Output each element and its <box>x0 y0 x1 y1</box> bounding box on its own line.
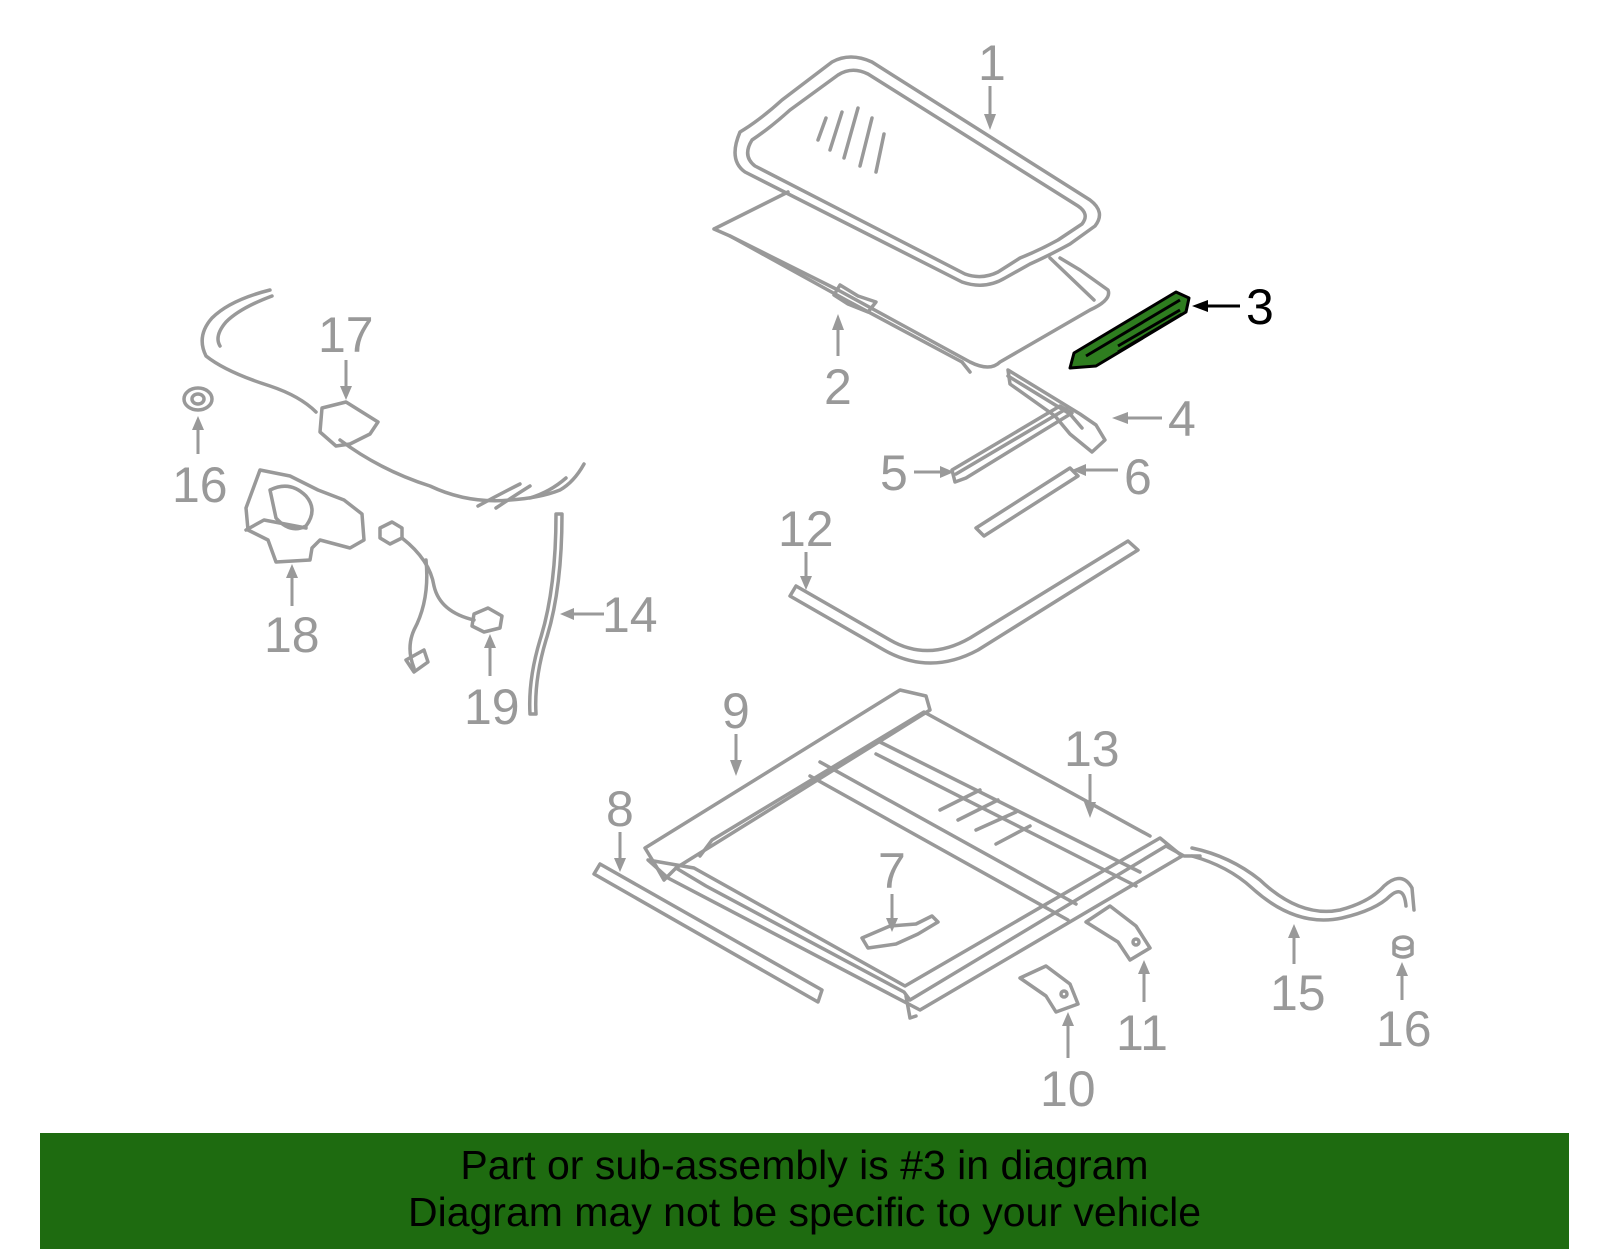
callout-8: 8 <box>606 781 634 872</box>
part-15-drain-hose[interactable] <box>1190 846 1416 922</box>
svg-text:1: 1 <box>978 35 1006 91</box>
svg-text:19: 19 <box>464 679 520 735</box>
part-4-guide-rail[interactable] <box>1006 368 1107 454</box>
callout-12: 12 <box>778 501 834 590</box>
info-banner: Part or sub-assembly is #3 in diagram Di… <box>40 1133 1569 1249</box>
callout-1: 1 <box>978 35 1006 130</box>
svg-text:10: 10 <box>1040 1061 1096 1117</box>
svg-text:4: 4 <box>1168 391 1196 447</box>
callout-17: 17 <box>318 307 374 400</box>
part-14-seal[interactable] <box>527 512 564 716</box>
part-3-deflector[interactable] <box>1068 290 1191 370</box>
svg-text:15: 15 <box>1270 965 1326 1021</box>
part-2-glass-frame[interactable] <box>712 190 1111 374</box>
callout-2: 2 <box>824 314 852 415</box>
part-8-rail-strip[interactable] <box>592 862 824 1004</box>
part-11-bracket[interactable] <box>1084 904 1152 962</box>
svg-text:9: 9 <box>722 683 750 739</box>
part-1-glass-panel[interactable] <box>733 55 1102 287</box>
part-5-slide-bar[interactable] <box>950 404 1074 484</box>
part-12-drain-seal[interactable] <box>788 539 1140 665</box>
part-19-cable[interactable] <box>378 520 504 674</box>
part-18-motor[interactable] <box>244 468 366 564</box>
callout-13: 13 <box>1064 721 1120 818</box>
callout-4: 4 <box>1112 391 1196 447</box>
callout-19: 19 <box>464 634 520 735</box>
svg-text:2: 2 <box>824 359 852 415</box>
svg-text:7: 7 <box>878 843 906 899</box>
svg-text:8: 8 <box>606 781 634 837</box>
callout-14: 14 <box>560 587 658 643</box>
part-6-seal-strip[interactable] <box>974 466 1080 538</box>
svg-text:5: 5 <box>880 445 908 501</box>
svg-text:11: 11 <box>1116 1005 1168 1061</box>
svg-text:13: 13 <box>1064 721 1120 777</box>
part-16-grommet-left[interactable] <box>182 386 214 412</box>
svg-text:14: 14 <box>602 587 658 643</box>
part-7-bracket[interactable] <box>860 914 940 950</box>
svg-text:6: 6 <box>1124 449 1152 505</box>
callout-16-left: 16 <box>172 416 228 513</box>
part-9-frame[interactable] <box>643 688 1202 1020</box>
svg-text:18: 18 <box>264 607 320 663</box>
part-16-grommet-right[interactable] <box>1392 935 1414 959</box>
callout-11: 11 <box>1116 960 1168 1061</box>
part-10-bracket[interactable] <box>1018 964 1080 1014</box>
parts-diagram: 1 2 3 4 5 6 7 8 9 10 <box>172 35 1432 1117</box>
callout-18: 18 <box>264 564 320 663</box>
svg-text:12: 12 <box>778 501 834 557</box>
banner-line-1: Part or sub-assembly is #3 in diagram <box>460 1142 1149 1188</box>
callout-3: 3 <box>1192 279 1274 335</box>
callout-7: 7 <box>878 843 906 932</box>
callout-15: 15 <box>1270 924 1326 1021</box>
banner-line-2: Diagram may not be specific to your vehi… <box>407 1189 1201 1235</box>
svg-text:3: 3 <box>1246 279 1274 335</box>
svg-text:16: 16 <box>1376 1001 1432 1057</box>
svg-text:16: 16 <box>172 457 228 513</box>
callout-6: 6 <box>1072 449 1152 505</box>
part-17-harness[interactable] <box>200 288 586 510</box>
callout-5: 5 <box>880 445 954 501</box>
svg-text:17: 17 <box>318 307 374 363</box>
callout-16-right: 16 <box>1376 962 1432 1057</box>
callout-9: 9 <box>722 683 750 776</box>
callout-10: 10 <box>1040 1012 1096 1117</box>
